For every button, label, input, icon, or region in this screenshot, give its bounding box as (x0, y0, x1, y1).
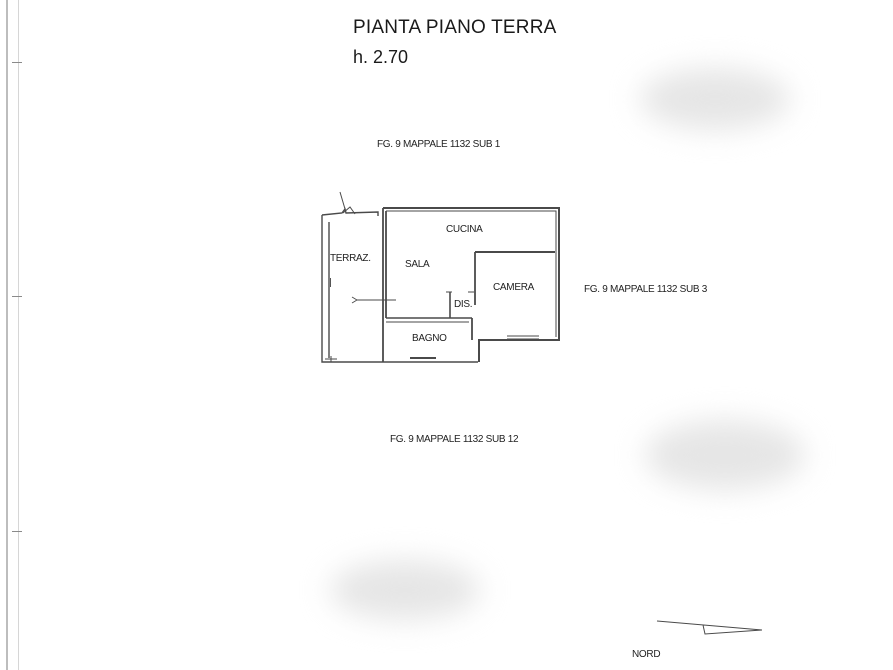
terrace-entry-mark (325, 356, 337, 362)
margin-tick (12, 62, 22, 63)
door-arrow (351, 296, 358, 304)
north-label: NORD (632, 649, 661, 660)
apartment-outer-wall (383, 207, 560, 362)
room-label-terrace: TERRAZ. (330, 253, 371, 264)
bedroom-wall (471, 252, 476, 340)
room-label-living: SALA (405, 259, 430, 270)
neighbour-east-label: FG. 9 MAPPALE 1132 SUB 3 (584, 284, 708, 295)
margin-tick (12, 531, 22, 532)
room-label-bedroom: CAMERA (493, 282, 534, 293)
plan-title: PIANTA PIANO TERRA (353, 17, 557, 38)
neighbour-south-label: FG. 9 MAPPALE 1132 SUB 12 (390, 434, 519, 445)
terrace-stair (342, 206, 356, 215)
terrace-rail (339, 191, 346, 210)
redacted-stamp (645, 420, 805, 490)
left-margin-line (6, 0, 8, 670)
window-bedroom (507, 335, 539, 340)
terrace-mark (330, 278, 331, 287)
corridor-wall (386, 292, 472, 319)
ceiling-height: h. 2.70 (353, 47, 409, 67)
redacted-stamp (640, 68, 790, 130)
left-margin-line-inner (18, 0, 19, 670)
apartment-outer-wall-inner (386, 210, 557, 337)
room-label-corridor: DIS. (454, 299, 473, 310)
redacted-stamp (330, 560, 480, 620)
room-label-kitchen: CUCINA (446, 224, 483, 235)
margin-tick (12, 296, 22, 297)
room-label-bathroom: BAGNO (412, 333, 447, 344)
neighbour-north-label: FG. 9 MAPPALE 1132 SUB 1 (377, 139, 501, 150)
